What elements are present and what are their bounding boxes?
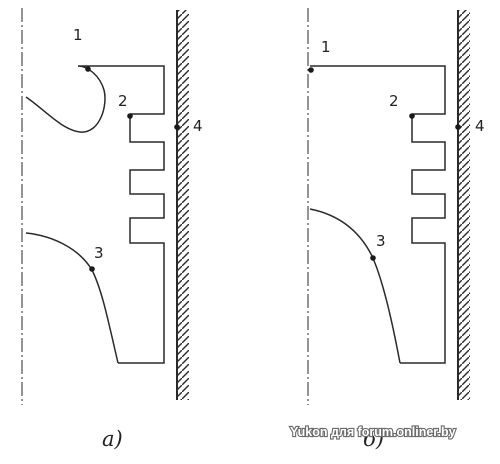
panel-a-wall-hatch	[178, 10, 189, 400]
panel-b-label-4: 4	[475, 117, 485, 135]
panel-a-point-1	[85, 66, 91, 72]
panel-b-label-2: 2	[389, 92, 399, 110]
panel-b-point-2	[409, 113, 415, 119]
panel-b-wall-hatch	[459, 10, 470, 400]
panel-a-upper-profile	[25, 65, 165, 133]
watermark: Yukon для forum.onliner.by	[290, 425, 456, 439]
panel-a-label-1: 1	[73, 26, 83, 44]
panel-b-point-4	[455, 124, 461, 130]
panel-b-upper-profile	[310, 65, 446, 115]
panel-b-lower-profile	[309, 208, 401, 364]
panel-a	[21, 8, 189, 405]
panel-a-label-4: 4	[193, 117, 203, 135]
panel-a-label-3: 3	[94, 244, 104, 262]
panel-b-points	[308, 67, 461, 261]
panel-a-caption: а)	[102, 427, 123, 451]
panel-a-point-4	[174, 124, 180, 130]
panel-b-comb-profile	[400, 114, 446, 364]
panel-a-lower-profile	[25, 232, 119, 364]
panel-b	[307, 8, 470, 405]
panel-b-label-1: 1	[321, 38, 331, 56]
panel-a-label-2: 2	[118, 92, 128, 110]
panel-b-label-3: 3	[376, 232, 386, 250]
panel-b-point-3	[370, 255, 376, 261]
panel-a-point-2	[127, 113, 133, 119]
panel-b-point-1	[308, 67, 314, 73]
panel-a-comb-profile	[118, 114, 165, 364]
panel-a-point-3	[89, 266, 95, 272]
panel-a-points	[85, 66, 180, 272]
panel-b-caption: б)	[363, 427, 384, 451]
